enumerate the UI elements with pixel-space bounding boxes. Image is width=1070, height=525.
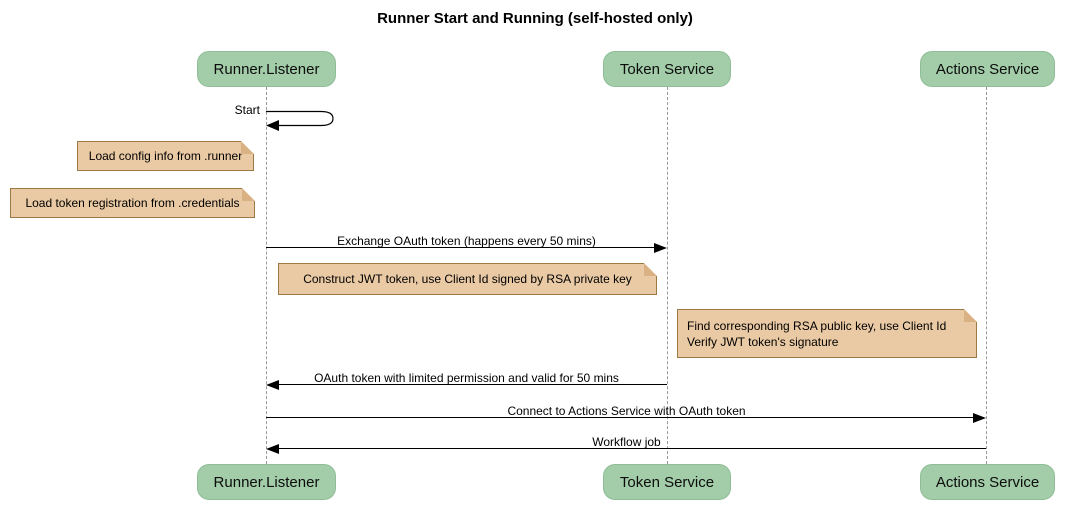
note-load-config: Load config info from .runner <box>77 141 254 171</box>
participant-runner-listener-top-label: Runner.Listener <box>213 60 320 78</box>
participant-runner-listener-top: Runner.Listener <box>197 51 336 87</box>
note-load-config-text: Load config info from .runner <box>88 149 243 163</box>
participant-runner-listener-bottom: Runner.Listener <box>197 464 336 500</box>
message-workflow-label: Workflow job <box>592 435 661 449</box>
participant-token-service-bottom-label: Token Service <box>619 473 715 491</box>
participant-token-service-top: Token Service <box>603 51 731 87</box>
lifeline-actions-service <box>986 87 987 464</box>
note-verify-jwt-line2: Verify JWT token's signature <box>687 334 839 349</box>
note-construct-jwt-text: Construct JWT token, use Client Id signe… <box>303 272 632 286</box>
lifeline-runner-listener <box>266 87 267 464</box>
message-connect-label: Connect to Actions Service with OAuth to… <box>507 404 746 418</box>
diagram-title: Runner Start and Running (self-hosted on… <box>377 10 693 27</box>
participant-actions-service-bottom-label: Actions Service <box>935 473 1040 491</box>
participant-actions-service-bottom: Actions Service <box>920 464 1055 500</box>
message-connect-arrowhead <box>973 413 986 423</box>
participant-runner-listener-bottom-label: Runner.Listener <box>213 473 320 491</box>
note-verify-jwt-line1: Find corresponding RSA public key, use C… <box>687 318 947 333</box>
message-oauth-return-label: OAuth token with limited permission and … <box>314 371 619 385</box>
message-workflow-arrowhead <box>266 444 279 454</box>
message-start-label: Start <box>234 103 260 117</box>
note-load-credentials: Load token registration from .credential… <box>10 188 255 218</box>
participant-actions-service-top: Actions Service <box>920 51 1055 87</box>
message-oauth-return-arrowhead <box>266 380 279 390</box>
participant-token-service-top-label: Token Service <box>619 60 715 78</box>
message-workflow-line <box>279 448 986 449</box>
lifeline-token-service <box>667 87 668 464</box>
note-construct-jwt: Construct JWT token, use Client Id signe… <box>278 263 657 295</box>
participant-token-service-bottom: Token Service <box>603 464 731 500</box>
message-connect-line <box>266 417 973 418</box>
message-exchange-line <box>266 247 654 248</box>
message-exchange-arrowhead <box>654 243 667 253</box>
message-start-self-loop <box>266 110 334 131</box>
participant-actions-service-top-label: Actions Service <box>935 60 1040 78</box>
message-exchange-label: Exchange OAuth token (happens every 50 m… <box>337 234 596 248</box>
message-oauth-return-line <box>279 384 667 385</box>
note-verify-jwt: Find corresponding RSA public key, use C… <box>677 309 977 358</box>
note-load-credentials-text: Load token registration from .credential… <box>25 196 240 210</box>
